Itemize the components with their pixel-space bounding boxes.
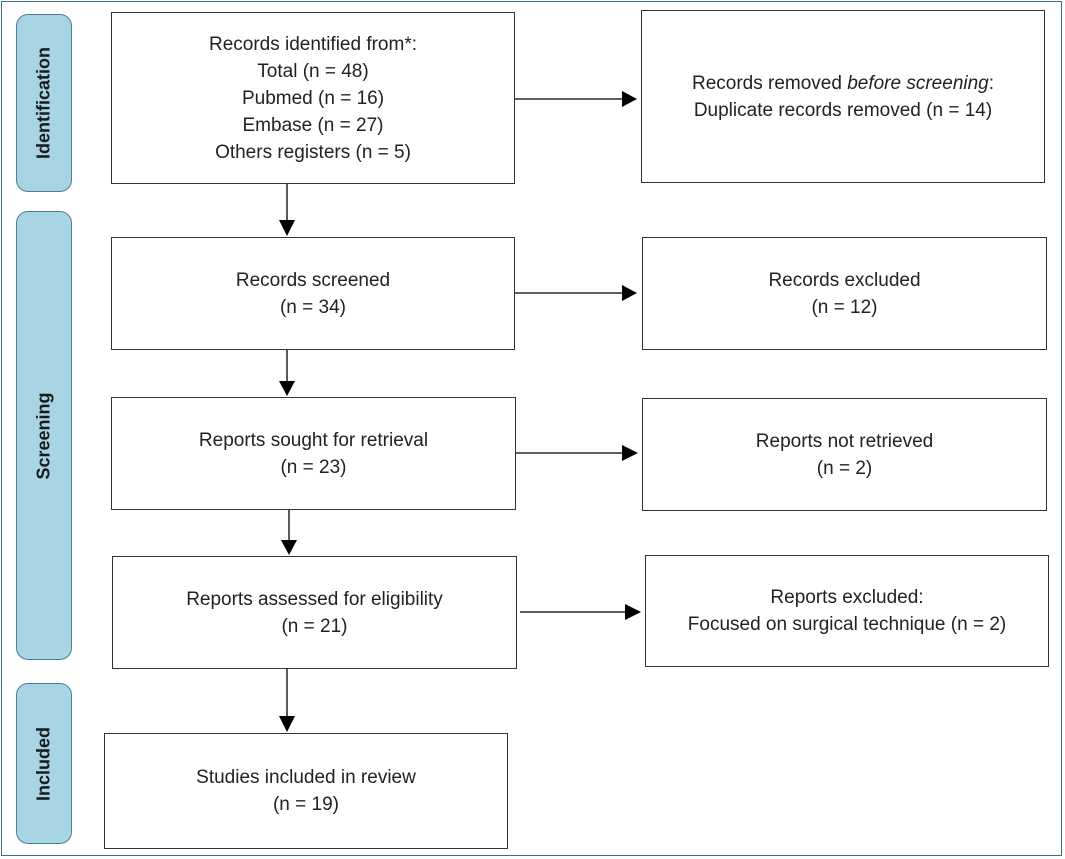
reports-sought-count: (n = 23) [280, 456, 347, 478]
records-excluded-label: Records excluded [768, 269, 921, 291]
records-excluded-box: Records excluded (n = 12) [642, 237, 1047, 350]
reports-assessed-label: Reports assessed for eligibility [186, 588, 443, 610]
records-other-registers: Others registers (n = 5) [215, 141, 411, 163]
phase-included: Included [16, 683, 72, 844]
records-screened-label: Records screened [235, 269, 391, 291]
records-identified-heading: Records identified from*: [208, 33, 418, 55]
records-total: Total (n = 48) [257, 60, 369, 82]
records-screened-count: (n = 34) [279, 296, 346, 318]
arrowhead-screened-to-excluded [622, 285, 637, 301]
arrowhead-identified-to-screened [279, 220, 295, 236]
records-excluded-count: (n = 12) [811, 296, 878, 318]
reports-not-retrieved-label: Reports not retrieved [755, 430, 934, 452]
reports-excluded-box: Reports excluded: Focused on surgical te… [645, 555, 1049, 667]
reports-excluded-reason: Focused on surgical technique (n = 2) [687, 614, 1007, 635]
reports-not-retrieved-box: Reports not retrieved (n = 2) [642, 398, 1047, 511]
studies-included-count: (n = 19) [272, 794, 339, 815]
arrowhead-sought-to-assessed [281, 540, 297, 555]
arrowhead-identified-to-removed [622, 91, 637, 107]
reports-sought-box: Reports sought for retrieval (n = 23) [111, 397, 516, 510]
arrowhead-screened-to-sought [279, 381, 295, 396]
records-screened-box: Records screened (n = 34) [111, 237, 515, 350]
phase-identification: Identification [16, 14, 72, 192]
records-pubmed: Pubmed (n = 16) [241, 87, 385, 109]
records-identified-box: Records identified from*: Total (n = 48)… [111, 12, 515, 184]
arrowhead-sought-to-not-retrieved [622, 445, 638, 461]
studies-included-label: Studies included in review [196, 767, 416, 788]
records-removed-box: Records removed before screening: Duplic… [641, 10, 1045, 183]
studies-included-box: Studies included in review (n = 19) [104, 733, 508, 849]
reports-assessed-box: Reports assessed for eligibility (n = 21… [112, 556, 517, 669]
records-embase: Embase (n = 27) [242, 114, 384, 136]
reports-assessed-count: (n = 21) [281, 615, 348, 637]
reports-excluded-heading: Reports excluded: [770, 587, 924, 608]
duplicate-records-removed: Duplicate records removed (n = 14) [693, 99, 993, 121]
phase-screening: Screening [16, 211, 72, 660]
reports-not-retrieved-count: (n = 2) [816, 457, 873, 479]
arrowhead-assessed-to-excluded [625, 604, 641, 620]
records-removed-heading: Records removed before screening: [691, 72, 995, 94]
reports-sought-label: Reports sought for retrieval [198, 429, 429, 451]
arrowhead-assessed-to-included [279, 716, 295, 732]
